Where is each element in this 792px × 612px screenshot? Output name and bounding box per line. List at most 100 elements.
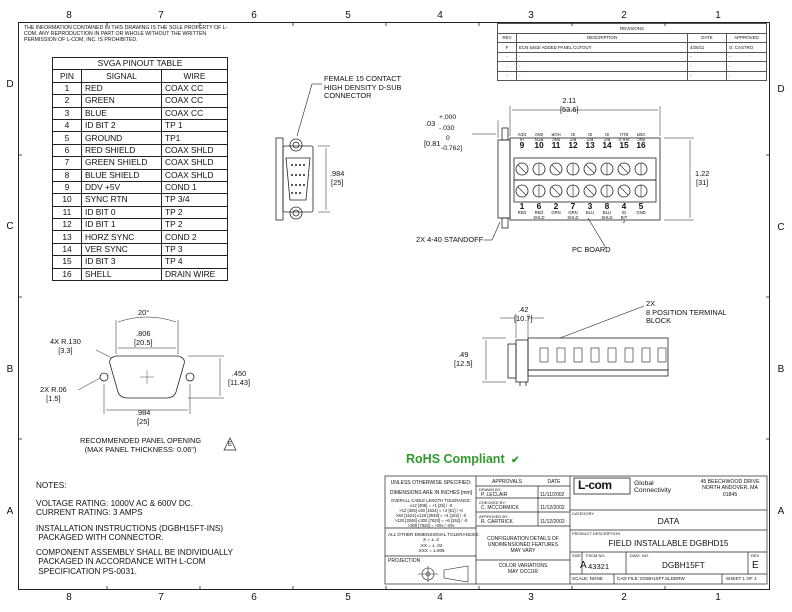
- tb-checked-name: C. MCCORMICK: [481, 505, 519, 511]
- proprietary-notice: THE INFORMATION CONTAINED IN THIS DRAWIN…: [24, 25, 228, 44]
- dim-connector-height: .984 [25]: [330, 169, 345, 187]
- pinout-wire: COAX SHLD: [160, 156, 229, 170]
- revision-cell: -: [726, 70, 767, 81]
- tb-fscm: 43321: [588, 562, 610, 571]
- pinout-wire: TP 3/4: [160, 193, 229, 207]
- dim-offset-minus: -.030: [439, 125, 455, 132]
- zone-top-2: 2: [621, 10, 627, 21]
- terminal-number: 4: [621, 201, 627, 211]
- pinout-pin: 12: [52, 218, 82, 232]
- terminal-number: 9: [519, 140, 525, 151]
- pinout-signal: HORZ SYNC: [81, 230, 162, 244]
- pinout-wire: TP 3: [160, 242, 229, 257]
- zone-top-3: 3: [528, 10, 534, 21]
- zone-top-1: 1: [715, 10, 721, 21]
- connector-callout: FEMALE 15 CONTACT HIGH DENSITY D-SUB CON…: [324, 74, 402, 101]
- terminal-label: +5 DDV: [517, 132, 527, 143]
- zone-top-5: 5: [345, 10, 351, 21]
- dim-cutout-angle: 20°: [138, 308, 150, 317]
- terminal-number: 5: [638, 201, 644, 211]
- title-block-grid: [384, 475, 768, 585]
- terminal-label: GRN: [551, 210, 561, 215]
- pinout-signal: ID BIT 2: [81, 118, 162, 133]
- pinout-pin: 13: [52, 230, 82, 244]
- pinout-wire: TP 2: [160, 218, 229, 232]
- dim-cutout-height: .450 [11.43]: [228, 369, 251, 387]
- terminal-number: 3: [587, 201, 593, 211]
- revision-flag-triangle: [223, 437, 237, 451]
- terminal-screws-bottom: [515, 184, 648, 198]
- lcom-logo: L-com: [578, 478, 612, 492]
- revision-table: REVISIONS REV DESCRIPTION DATE APPROVED …: [497, 23, 767, 81]
- tb-category: DATA: [657, 516, 680, 526]
- terminal-number: 8: [604, 201, 610, 211]
- terminal-label: BIT ID: [603, 132, 611, 143]
- zone-bottom-6: 6: [251, 592, 257, 603]
- pinout-signal: ID BIT 1: [81, 218, 162, 232]
- pinout-pin: 10: [52, 193, 82, 207]
- tb-approvals: APPROVALS: [492, 479, 522, 485]
- tb-rev-label: REV: [751, 553, 760, 558]
- pinout-wire: DRAIN WIRE: [160, 267, 229, 282]
- rohs-text: RoHS Compliant: [406, 452, 505, 466]
- pinout-signal: BLUE SHIELD: [81, 168, 162, 182]
- dim-cutout-radius: 4X R.130 [3.3]: [50, 337, 81, 355]
- dim-side-offset: .42 [10.7]: [514, 305, 533, 323]
- pinout-pin: 5: [52, 131, 82, 145]
- tb-cad-file: CAD FILE: DGBH15FT.SLDDRW: [617, 576, 685, 581]
- zone-bottom-4: 4: [437, 592, 443, 603]
- tb-category-label: CATEGORY: [572, 511, 595, 516]
- dim-offset-mm-minus: -0.762]: [441, 145, 463, 152]
- zone-right-a: A: [777, 506, 785, 517]
- pinout-pin: 14: [52, 242, 82, 257]
- terminal-label: BLU: [585, 210, 595, 215]
- terminal-label: ID BIT 2: [620, 210, 628, 225]
- border-ticks: [18, 22, 770, 590]
- tb-drawn-name: P. LECLAIR: [481, 492, 508, 498]
- zone-right-b: B: [777, 364, 785, 375]
- pc-board-callout: PC BOARD: [572, 245, 611, 254]
- pinout-wire: TP 2: [160, 205, 229, 220]
- pinout-wire: TP1: [160, 131, 229, 145]
- panel-opening-note: RECOMMENDED PANEL OPENING (MAX PANEL THI…: [80, 436, 202, 454]
- check-icon: ✔: [511, 455, 520, 466]
- tb-product-description: FIELD INSTALLABLE DGBHD15: [608, 539, 729, 548]
- tb-dims-in: DIMENSIONS ARE IN INCHES [mm]: [389, 490, 473, 496]
- terminal-number: 2: [553, 201, 559, 211]
- dim-cutout-radius-small: 2X R.06 [1.5]: [40, 385, 67, 403]
- dim-side-height: .49 [12.5]: [454, 350, 473, 368]
- zone-top-6: 6: [251, 10, 257, 21]
- standoff-callout: 2X 4-40 STANDOFF: [416, 235, 484, 244]
- tb-projection: PROJECTION: [388, 558, 421, 564]
- panel-flag-letter: E: [228, 442, 233, 448]
- terminal-block-side-view: [482, 305, 669, 386]
- terminal-screws-top: [515, 162, 648, 176]
- projection-symbol-icon: [418, 565, 469, 583]
- terminal-block-callout: 2X 8 POSITION TERMINAL BLOCK: [646, 299, 727, 326]
- terminal-number: 14: [602, 140, 612, 151]
- zone-right-d: D: [777, 84, 785, 95]
- terminal-label: BIT ID: [586, 132, 594, 143]
- tb-size-label: SIZE: [572, 553, 581, 558]
- note-1: VOLTAGE RATING: 1000V AC & 600V DC. CURR…: [36, 499, 193, 518]
- zone-bottom-7: 7: [158, 592, 164, 603]
- terminal-number: 10: [534, 140, 544, 151]
- pinout-signal: SYNC RTN: [81, 193, 162, 207]
- zone-top-7: 7: [158, 10, 164, 21]
